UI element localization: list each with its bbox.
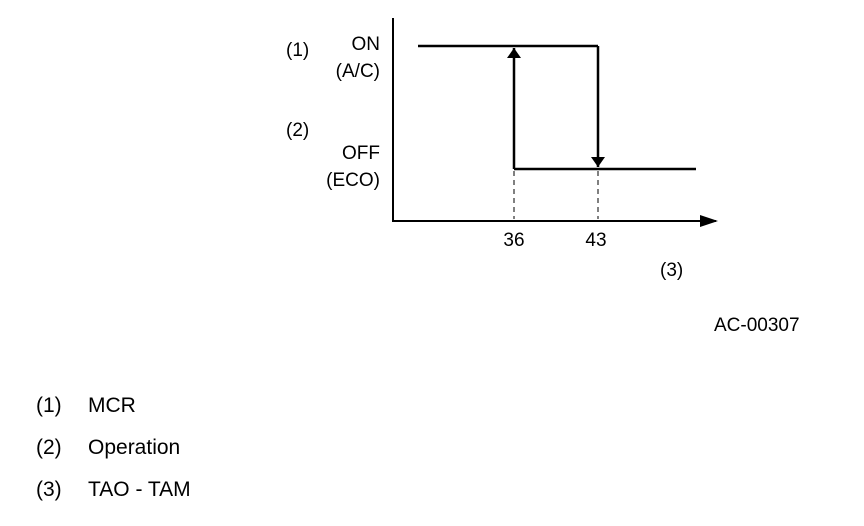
x-axis-arrowhead (700, 215, 718, 227)
legend-text: TAO - TAM (88, 478, 191, 501)
on-sub-label: (A/C) (336, 61, 380, 82)
legend-text: Operation (88, 436, 181, 459)
off-label: OFF (342, 143, 380, 164)
off-sub-label: (ECO) (326, 170, 380, 191)
legend-item: (1) MCR (36, 385, 191, 427)
on-label: ON (352, 34, 381, 55)
legend-item: (2) Operation (36, 427, 191, 469)
legend-key: (1) (36, 394, 62, 417)
legend-key: (2) (36, 436, 62, 459)
legend-key: (3) (36, 478, 62, 501)
marker-1-label: (1) (286, 40, 309, 61)
marker-2-label: (2) (286, 120, 309, 141)
figure-code: AC-00307 (714, 315, 800, 336)
tick-label-36: 36 (503, 230, 524, 251)
legend-item: (3) TAO - TAM (36, 469, 191, 511)
legend-text: MCR (88, 394, 136, 417)
marker-3-label: (3) (660, 260, 683, 281)
legend: (1) MCR (2) Operation (3) TAO - TAM (36, 385, 191, 511)
tick-label-43: 43 (585, 230, 606, 251)
